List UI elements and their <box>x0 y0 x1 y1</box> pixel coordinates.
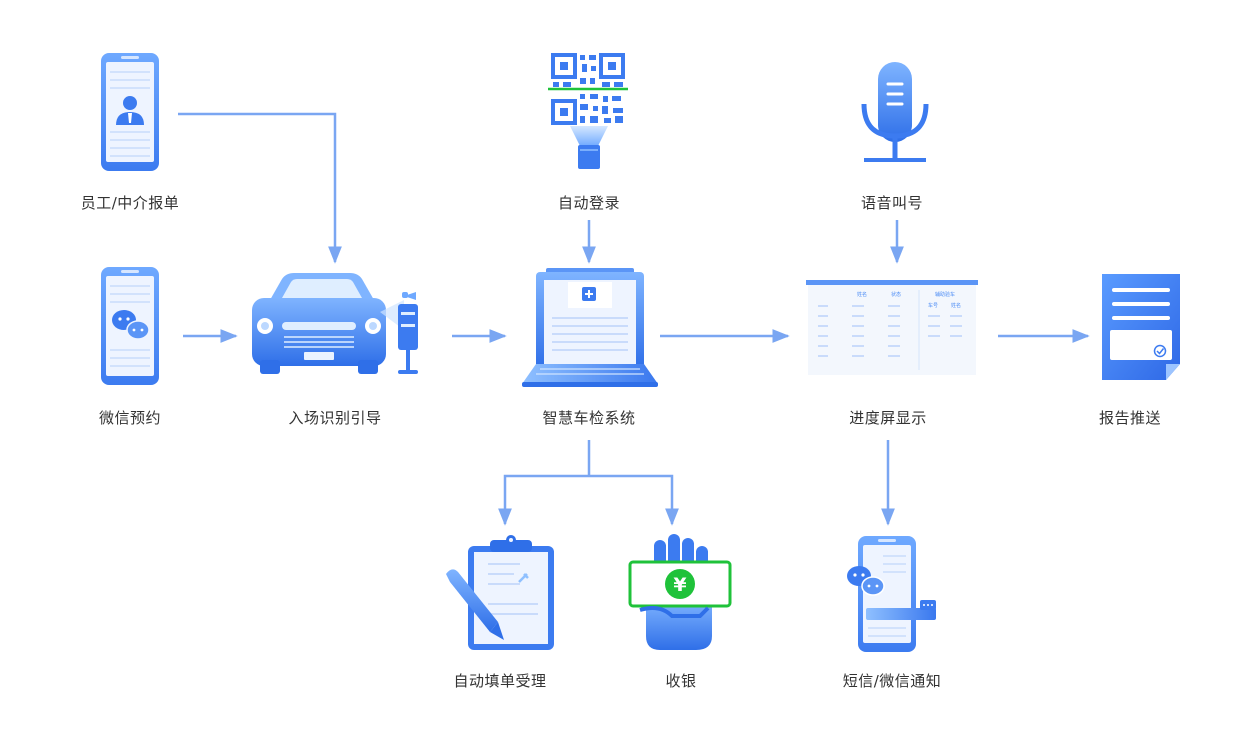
screen-col-status: 状态 <box>891 291 901 298</box>
report-document-icon <box>1102 274 1180 380</box>
arrow-branch-to-autofill <box>498 474 589 526</box>
clipboard-pen-icon <box>446 535 554 650</box>
car-gate-icon <box>252 273 418 374</box>
staff-phone-icon <box>101 53 159 171</box>
connectors <box>178 112 1090 526</box>
label-entry-guide: 入场识别引导 <box>288 409 382 427</box>
label-staff-report: 员工/中介报单 <box>80 194 180 212</box>
screen-col-name: 姓名 <box>857 291 867 298</box>
qr-scanner-icon <box>548 53 628 169</box>
label-progress-screen: 进度屏显示 <box>849 409 927 427</box>
sms-phone-icon <box>847 536 936 652</box>
screen-col-name2: 姓名 <box>951 302 961 309</box>
label-auto-fill: 自动填单受理 <box>453 672 547 690</box>
arrow-branch-to-cashier <box>589 474 679 526</box>
label-voice-call: 语音叫号 <box>860 194 924 212</box>
label-auto-login: 自动登录 <box>557 194 621 212</box>
screen-col-inspecting: 辅助验车 <box>935 291 955 298</box>
cashier-hand-icon: ¥ <box>628 534 732 650</box>
label-wechat-booking: 微信预约 <box>98 409 162 427</box>
check-icon <box>1153 344 1167 358</box>
screen-col-plate: 车号 <box>928 302 938 309</box>
laptop-icon <box>522 268 658 387</box>
microphone-icon <box>861 62 929 162</box>
person-icon <box>123 96 137 110</box>
label-sms-notify: 短信/微信通知 <box>842 672 942 690</box>
label-report-push: 报告推送 <box>1098 409 1162 427</box>
arrow-staff-to-entry <box>178 112 342 264</box>
yuan-symbol: ¥ <box>673 574 686 596</box>
wechat-phone-icon <box>101 267 159 385</box>
progress-screen-icon: 姓名 状态 辅助验车 车号 姓名 <box>806 280 978 375</box>
label-cashier: 收银 <box>665 672 697 690</box>
label-inspection-system: 智慧车检系统 <box>542 409 636 427</box>
